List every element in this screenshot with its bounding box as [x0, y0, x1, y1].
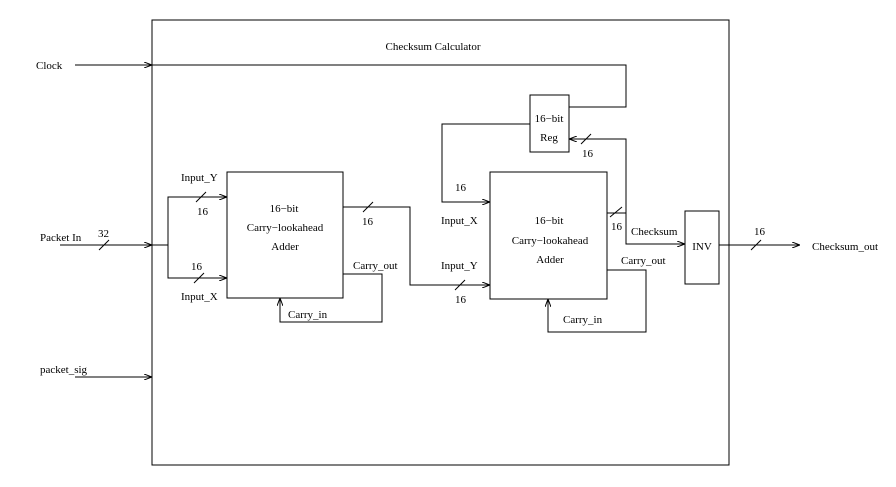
packet-in-slash	[98, 239, 110, 251]
checksum-out-label: Checksum_out	[812, 241, 878, 253]
reg-in-width: 16	[582, 148, 594, 160]
packet-sig-label: packet_sig	[40, 364, 88, 376]
adder1-line3: Adder	[271, 241, 299, 253]
a1-carry-out-label: Carry_out	[353, 260, 398, 272]
a1-out-to-a2-x-wire	[343, 206, 490, 285]
a1-input-y-slash	[195, 191, 207, 203]
a1-carry-loop	[280, 273, 383, 323]
a1-out-slash	[362, 201, 374, 213]
checksum-label: Checksum	[631, 226, 678, 238]
a1-carry-in-label: Carry_in	[288, 309, 328, 321]
a2-out-slash	[609, 206, 623, 218]
inverter-label: INV	[692, 241, 712, 253]
a2-carry-loop	[548, 269, 647, 333]
a2-carry-in-label: Carry_in	[563, 314, 603, 326]
adder2-line3: Adder	[536, 254, 564, 266]
a1-input-x-slash	[193, 272, 205, 284]
adder2-line1: 16−bit	[535, 215, 564, 227]
adder2-box	[489, 171, 608, 300]
register-line2: Reg	[540, 132, 558, 144]
clock-wire-to-reg	[152, 64, 627, 108]
a2-out-to-reg-wire	[569, 139, 627, 213]
register-box	[529, 94, 570, 153]
packet-in-width: 32	[98, 228, 109, 240]
adder1-line2: Carry−lookahead	[247, 222, 324, 234]
a2-input-y-width: 16	[455, 294, 467, 306]
a1-input-y-width: 16	[197, 206, 209, 218]
adder2-line2: Carry−lookahead	[512, 235, 589, 247]
register-line1: 16−bit	[535, 113, 564, 125]
a1-out-width: 16	[362, 216, 374, 228]
a1-input-y-label: Input_Y	[181, 172, 218, 184]
checksum-out-width: 16	[754, 226, 766, 238]
inverter-box	[684, 210, 720, 285]
adder1-box	[226, 171, 344, 299]
a1-input-x-wire	[167, 245, 227, 278]
module-title: Checksum Calculator	[385, 41, 480, 53]
a2-input-x-label: Input_X	[441, 215, 478, 227]
reg-in-slash	[580, 133, 592, 145]
module-box	[151, 19, 730, 466]
a2-input-x-width: 16	[455, 182, 467, 194]
a1-input-x-width: 16	[191, 261, 203, 273]
reg-to-a2-x-wire	[441, 123, 530, 202]
a2-input-y-label: Input_Y	[441, 260, 478, 272]
a1-input-x-label: Input_X	[181, 291, 218, 303]
a1-input-y-wire	[167, 197, 227, 245]
a2-out-width: 16	[611, 221, 623, 233]
a2-input-y-slash	[454, 279, 466, 291]
a2-out-wire	[607, 212, 685, 244]
a2-carry-out-label: Carry_out	[621, 255, 666, 267]
checksum-out-slash	[750, 239, 762, 251]
packet-in-label: Packet In	[40, 232, 82, 244]
clock-label: Clock	[36, 60, 63, 72]
adder1-line1: 16−bit	[270, 203, 299, 215]
